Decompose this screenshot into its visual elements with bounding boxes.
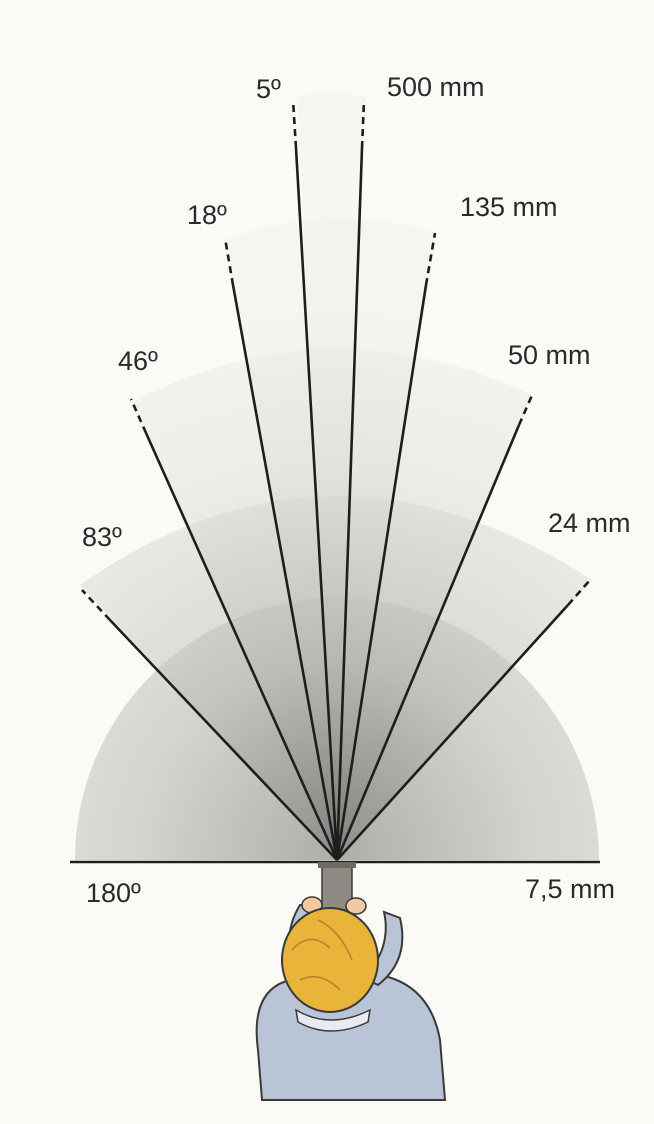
focal-label-135: 135 mm <box>460 192 558 222</box>
photographer-head <box>282 908 378 1012</box>
angle-label-180: 180º <box>86 878 141 908</box>
angle-label-5: 5º <box>256 74 281 104</box>
angle-label-46: 46º <box>118 346 158 376</box>
angle-label-18: 18º <box>187 200 227 230</box>
angle-label-83: 83º <box>82 522 122 552</box>
focal-label-500: 500 mm <box>387 72 485 102</box>
focal-label-7-5: 7,5 mm <box>525 874 615 904</box>
photographer-icon <box>257 897 445 1100</box>
dash-5-left <box>293 100 296 148</box>
focal-label-24: 24 mm <box>548 508 631 538</box>
focal-label-50: 50 mm <box>508 340 591 370</box>
